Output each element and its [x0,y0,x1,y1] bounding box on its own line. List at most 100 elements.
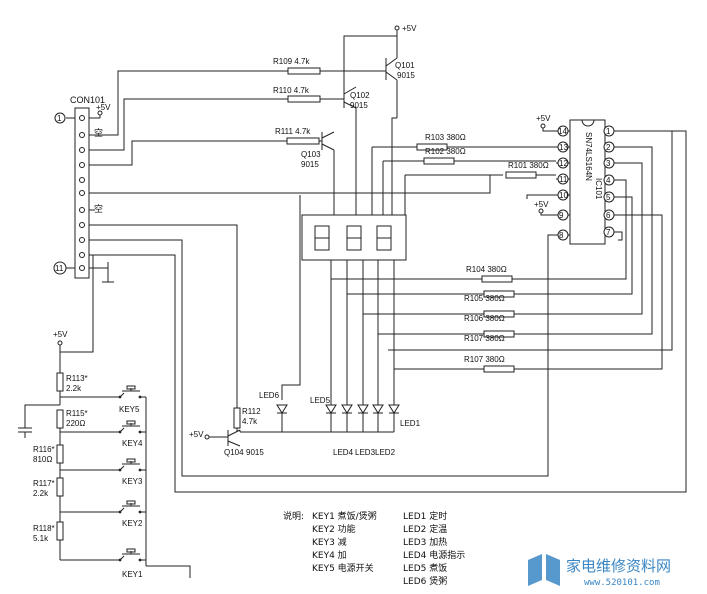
r115-label: R115* [66,409,88,418]
key-switches [60,385,146,562]
vcc-q101: +5V [394,24,417,33]
r116-label: R116* [33,445,55,454]
vcc-key: +5V [53,330,68,346]
legend-key-2: KEY2 功能 [312,523,356,535]
connector-pin [79,177,85,183]
ic-pin-marker [557,189,569,201]
legend-led-6: LED6 煲粥 [403,575,447,587]
svg-text:R107 380Ω: R107 380Ω [464,334,505,343]
led-diode-icon [357,404,369,414]
svg-text:4.7k: 4.7k [242,417,258,426]
q104-transistor: Q104 9015 [224,429,282,457]
svg-text:R103 380Ω: R103 380Ω [425,133,466,142]
legend-key-1: KEY1 煮饭/煲粥 [312,510,377,522]
connector-pin [79,265,85,271]
watermark: 家电维修资料网 www.520101.com [528,554,671,588]
led5-label: LED5 [310,396,331,405]
svg-text:R109 4.7k: R109 4.7k [273,57,310,66]
led3-label: LED3 [355,448,376,457]
svg-text:9015: 9015 [246,448,264,457]
vcc-ic-9: +5V [534,200,556,216]
svg-text:R111 4.7k: R111 4.7k [275,127,311,136]
svg-text:+5V: +5V [189,430,204,439]
svg-text:R112: R112 [242,407,261,416]
legend-led-5: LED5 煮饭 [403,562,447,574]
svg-text:Q104: Q104 [224,448,244,457]
resistor-r102: R102 380Ω [383,147,556,165]
ic-pin-number: 1 [606,127,611,136]
svg-text:R105 380Ω: R105 380Ω [464,294,505,303]
legend-led-3: LED3 加热 [403,536,447,548]
ic-pin-marker [557,125,569,137]
led-diode-icon [325,404,337,414]
svg-text:9015: 9015 [350,101,368,110]
q102-transistor: Q102 9015 [343,86,370,110]
svg-text:9015: 9015 [397,71,415,80]
ic-pin-number: 4 [606,176,611,185]
resistor-r109: R109 4.7k [270,57,321,75]
resistor-r107-b: R107 380Ω [394,214,663,373]
svg-text:SN74LS164N: SN74LS164N [584,132,593,181]
connector-nc-label: 空 [94,127,103,139]
connector-pin-11-label: 11 [55,264,64,273]
svg-text:+5V: +5V [536,114,551,123]
r117-label: R117* [33,479,55,488]
ic-pin-number: 14 [558,127,567,136]
ic-pin-number: 5 [606,193,611,202]
segment-bus [330,147,406,405]
resistor-r104: R104 380Ω [331,179,627,283]
svg-text:+5V: +5V [96,103,111,112]
r117-value: 2.2k [33,489,49,498]
key2-label: KEY2 [122,519,143,528]
connector-pin [79,237,85,243]
svg-text:R110 4.7k: R110 4.7k [273,86,310,95]
ic-pin-number: 13 [559,143,568,152]
led-diode-icon [372,404,384,414]
ic-pin-number: 2 [606,143,611,152]
ic-pin-marker [557,141,569,153]
key3-label: KEY3 [122,477,143,486]
ic-pin-marker [557,209,569,221]
ic101-chip: SN74LS164N IC101 [569,119,606,245]
legend-key-4: KEY4 加 [312,550,347,561]
svg-text:R104 380Ω: R104 380Ω [466,265,507,274]
led-diode-icon [388,404,400,414]
led4-label: LED4 [333,448,354,457]
resistor-r101: R101 380Ω [405,161,556,179]
q101-transistor: Q101 9015 [385,30,415,118]
connector-pin [79,132,85,138]
svg-text:+5V: +5V [402,24,417,33]
svg-text:Q101: Q101 [395,61,415,70]
ic-pin-marker [557,229,569,241]
svg-text:+5V: +5V [534,200,549,209]
led1-label: LED1 [400,419,421,428]
r118-value: 5.1k [33,534,49,543]
svg-text:Q103: Q103 [301,150,321,159]
ic-pin-number: 7 [606,228,611,237]
legend-led-4: LED4 电源指示 [403,549,465,561]
ic-pin-number: 10 [559,191,568,200]
ic-pin-number: 12 [559,159,568,168]
resistor-r103: R103 380Ω [372,133,556,151]
resistor-r110: R110 4.7k [270,86,321,103]
connector-pin-1-marker [54,112,66,124]
watermark-url: www.520101.com [584,578,660,588]
connector-pin [79,252,85,258]
ic-pin-number: 8 [559,231,564,240]
ic-pin-number: 9 [559,211,564,220]
svg-text:R102 380Ω: R102 380Ω [425,147,466,156]
connector-pin [79,147,85,153]
resistor-r106: R106 380Ω [363,162,643,323]
led-diode-icon [341,404,353,414]
led2-label: LED2 [375,448,396,457]
ic-pin-number: 3 [606,159,611,168]
r118-label: R118* [33,524,55,533]
connector-wires [89,70,687,493]
led-diode-icon [276,404,288,414]
svg-text:9015: 9015 [301,160,319,169]
connector-pin [79,115,85,121]
svg-text:+5V: +5V [53,330,68,339]
resistor-r112: R112 4.7k [233,407,261,432]
